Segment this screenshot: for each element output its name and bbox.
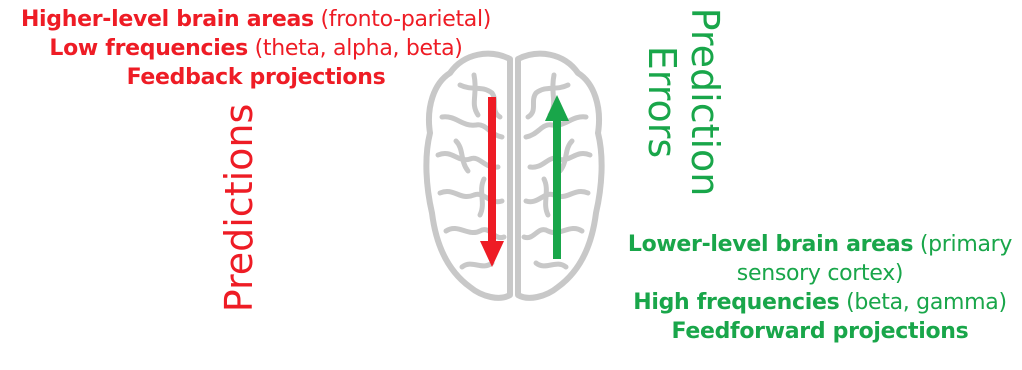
lower-line-1: Lower-level brain areas (primary xyxy=(618,230,1022,259)
lower-line-2: sensory cortex) xyxy=(618,259,1022,288)
lower-areas-detail-cont: sensory cortex) xyxy=(736,261,904,286)
higher-level-text-block: Higher-level brain areas (fronto-parieta… xyxy=(0,5,512,92)
lower-line-3: High frequencies (beta, gamma) xyxy=(618,288,1022,317)
high-frequencies-detail: (beta, gamma) xyxy=(839,290,1007,315)
higher-areas-detail: (fronto-parietal) xyxy=(313,7,492,32)
down-arrow-icon xyxy=(480,97,504,267)
lower-line-4: Feedforward projections xyxy=(618,317,1022,346)
lower-level-text-block: Lower-level brain areas (primary sensory… xyxy=(618,230,1022,346)
errors-label: Errors xyxy=(640,45,684,159)
higher-line-2: Low frequencies (theta, alpha, beta) xyxy=(0,34,512,63)
lower-areas-label: Lower-level brain areas xyxy=(627,232,914,257)
prediction-label: Prediction xyxy=(683,7,727,197)
low-frequencies-label: Low frequencies xyxy=(49,36,248,61)
lower-areas-detail: (primary xyxy=(913,232,1013,257)
up-arrow-icon xyxy=(545,95,569,259)
higher-line-1: Higher-level brain areas (fronto-parieta… xyxy=(0,5,512,34)
feedforward-projections-label: Feedforward projections xyxy=(671,319,969,344)
feedback-projections-label: Feedback projections xyxy=(126,65,386,90)
higher-areas-label: Higher-level brain areas xyxy=(20,7,314,32)
higher-line-3: Feedback projections xyxy=(0,63,512,92)
high-frequencies-label: High frequencies xyxy=(633,290,840,315)
predictions-label: Predictions xyxy=(217,103,261,313)
low-frequencies-detail: (theta, alpha, beta) xyxy=(247,36,463,61)
brain-icon xyxy=(423,50,605,301)
